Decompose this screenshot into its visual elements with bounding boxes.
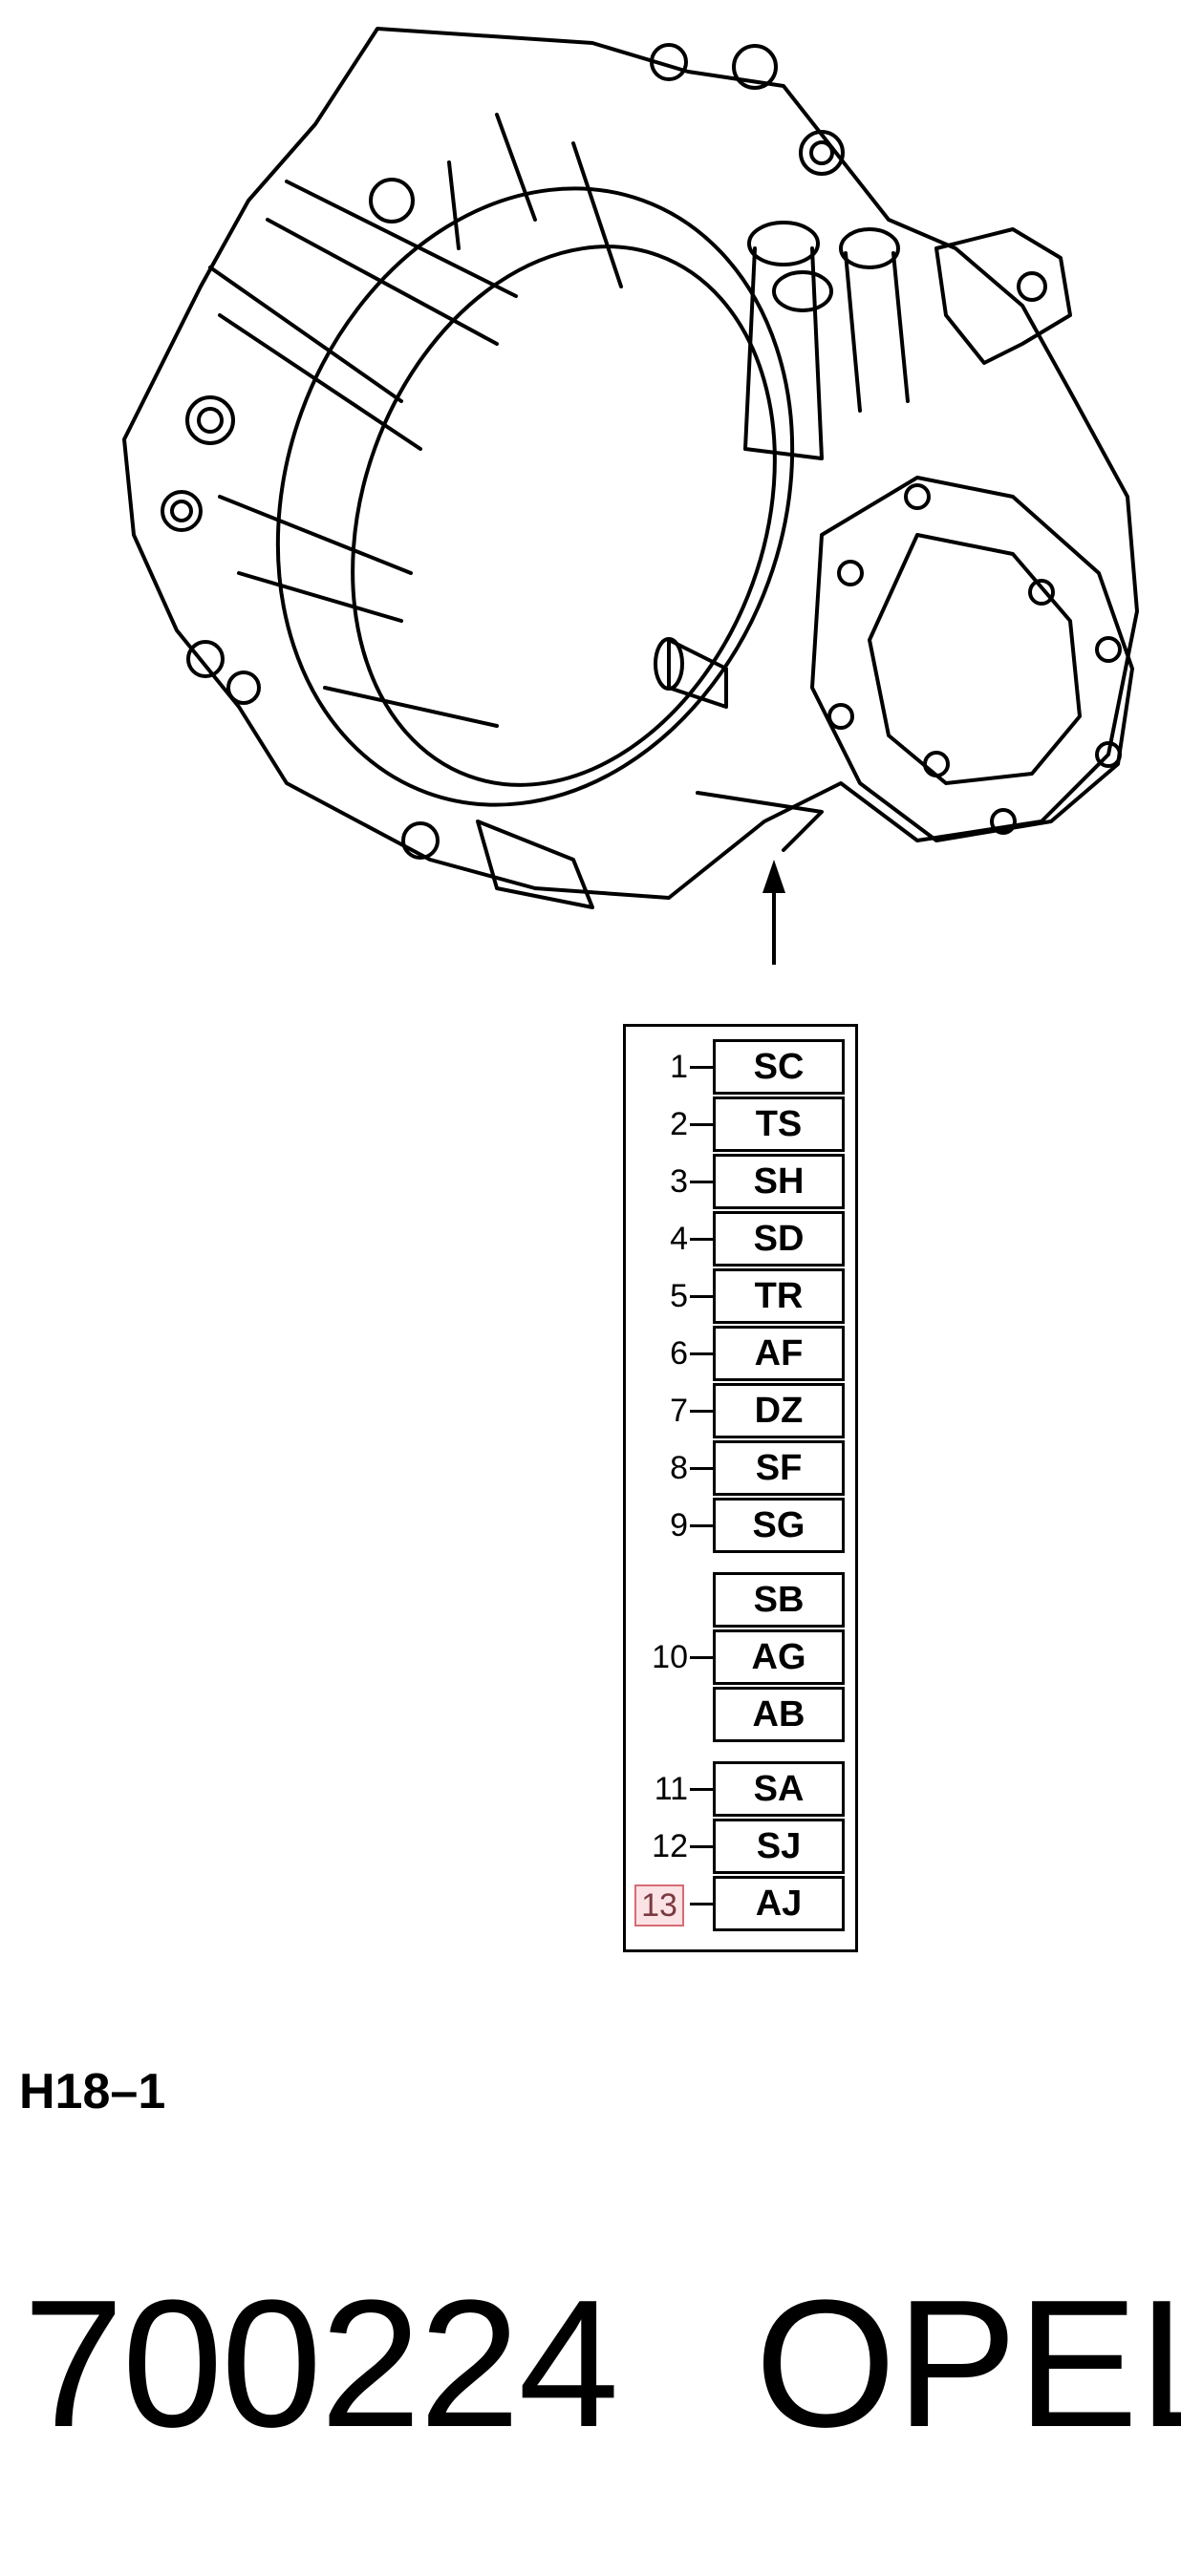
code-tr: TR	[713, 1268, 845, 1324]
callout-leader	[690, 1123, 713, 1126]
code-sj: SJ	[713, 1819, 845, 1874]
callout-leader	[690, 1295, 713, 1298]
callout-number-5: 5	[670, 1278, 688, 1314]
brand-name: OPEL	[755, 2263, 1181, 2465]
callout-leader	[690, 1410, 713, 1413]
code-ag: AG	[713, 1629, 845, 1685]
callout-number-10: 10	[652, 1639, 688, 1675]
callout-number-7: 7	[670, 1393, 688, 1429]
code-sa: SA	[713, 1761, 845, 1817]
callout-number-1: 1	[670, 1049, 688, 1085]
code-sc: SC	[713, 1039, 845, 1095]
callout-number-4: 4	[670, 1221, 688, 1257]
figure-caption: H18–1	[19, 2064, 166, 2119]
code-sg: SG	[713, 1498, 845, 1553]
callout-leader	[690, 1352, 713, 1355]
variant-code-table	[623, 1024, 858, 1952]
code-sf: SF	[713, 1440, 845, 1496]
callout-number-12: 12	[652, 1828, 688, 1864]
callout-number-13: 13	[634, 1884, 684, 1927]
callout-leader	[690, 1524, 713, 1527]
code-aj: AJ	[713, 1876, 845, 1931]
callout-number-3: 3	[670, 1163, 688, 1200]
callout-leader	[690, 1788, 713, 1791]
callout-number-6: 6	[670, 1335, 688, 1372]
callout-leader	[690, 1903, 713, 1905]
callout-leader	[690, 1181, 713, 1183]
callout-leader	[690, 1066, 713, 1069]
gearbox-illustration	[122, 27, 1139, 965]
callout-number-2: 2	[670, 1106, 688, 1142]
part-number: 700224	[23, 2263, 619, 2465]
code-ab: AB	[713, 1687, 845, 1742]
code-af: AF	[713, 1326, 845, 1381]
code-sd: SD	[713, 1211, 845, 1267]
callout-number-8: 8	[670, 1450, 688, 1486]
callout-number-9: 9	[670, 1507, 688, 1543]
callout-number-11: 11	[654, 1771, 688, 1807]
callout-leader	[690, 1656, 713, 1659]
code-dz: DZ	[713, 1383, 845, 1438]
code-ts: TS	[713, 1096, 845, 1152]
callout-leader	[690, 1467, 713, 1470]
callout-leader	[690, 1238, 713, 1241]
callout-leader	[690, 1845, 713, 1848]
code-sh: SH	[713, 1154, 845, 1209]
code-sb: SB	[713, 1572, 845, 1628]
